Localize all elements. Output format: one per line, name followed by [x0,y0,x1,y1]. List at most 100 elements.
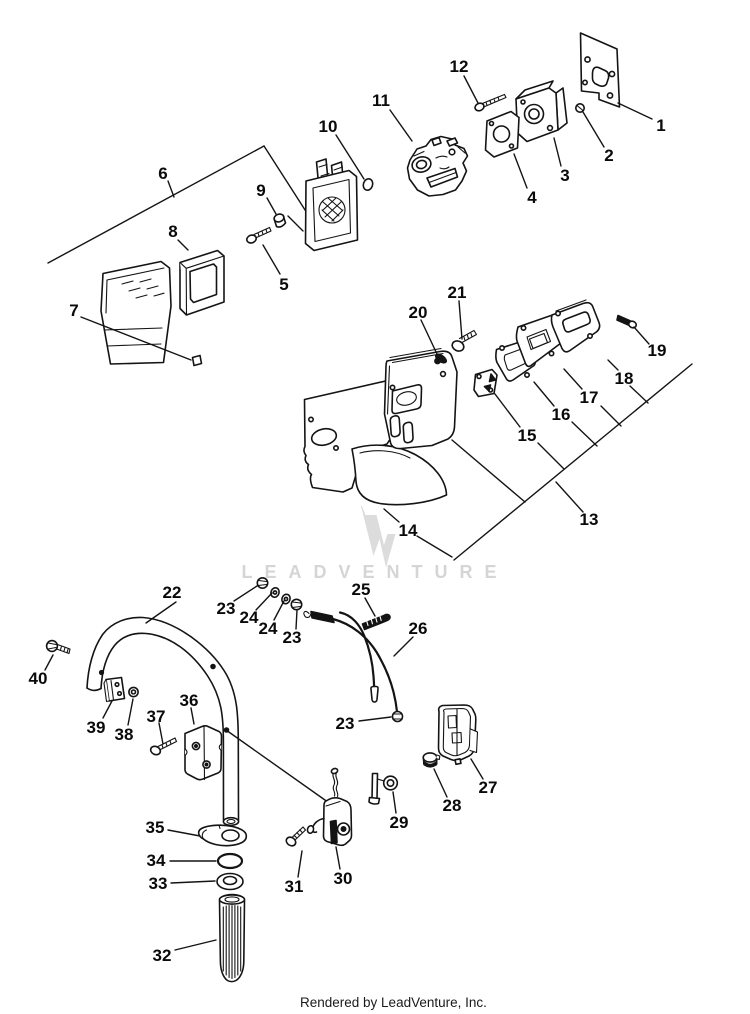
callout-23: 23 [336,714,355,733]
callout-40: 40 [29,669,48,688]
callout-23: 23 [283,628,302,647]
part-27-housing [437,704,479,766]
leader-line [127,698,134,726]
part-2-screw [574,103,585,114]
leader-line [266,197,277,215]
part-14-heat-shield [303,379,448,506]
part-4-gasket [484,110,520,158]
part-38-nut [128,686,139,698]
leader-line [513,153,528,189]
group-boundary-line [47,145,265,264]
footer-credit: Rendered by LeadVenture, Inc. [300,995,487,1010]
leader-line [617,102,653,120]
leader-line [358,716,392,722]
leader-line [335,846,341,870]
callout-2: 2 [604,146,613,165]
hardware-23-nut-a [256,576,269,589]
leader-line [420,319,438,355]
leader-line [582,111,605,148]
leader-line [255,592,273,611]
callout-6: 6 [158,164,167,183]
part-36-clamp-block [184,725,223,781]
leader-line [335,134,365,180]
part-26-throttle-cable [303,610,399,713]
part-31-screw [285,826,307,847]
callout-26: 26 [409,619,428,638]
leader-line [273,600,285,621]
callout-4: 4 [527,188,537,207]
callout-5: 5 [279,275,288,294]
part-18-bracket [550,299,601,353]
leader-line [167,180,175,198]
leader-line [190,707,195,725]
callout-10: 10 [319,117,338,136]
leader-line [416,535,453,558]
part-3-spacer [515,80,568,143]
leader-line [295,609,298,630]
callout-21: 21 [448,283,467,302]
part-1-gasket-plate [579,32,621,108]
part-21-bolt [451,329,478,352]
callout-25: 25 [352,580,371,599]
part-28-knob [422,752,441,768]
part-5-screw [246,226,272,244]
callout-19: 19 [648,341,667,360]
part-19-screw [616,314,637,329]
leader-line [629,385,649,404]
leader-line [600,405,622,427]
callout-11: 11 [372,91,390,110]
part-29-lever [368,772,399,805]
callout-31: 31 [285,877,304,896]
leader-line [174,939,217,951]
leader-line [393,636,414,657]
callout-18: 18 [615,369,634,388]
leader-line [233,585,258,602]
callout-24: 24 [240,608,259,627]
leader-line [470,758,484,780]
callout-27: 27 [479,778,498,797]
callout-38: 38 [115,725,134,744]
boundary-lines [47,145,693,806]
leader-line [458,300,463,340]
leader-line [145,601,177,624]
leader-line [537,442,565,470]
leader-line [167,829,201,837]
leader-line [44,654,54,671]
callout-32: 32 [153,946,172,965]
leader-line [102,700,113,719]
part-9-bushing [273,213,287,228]
watermark-text: LEADVENTURE [241,562,508,582]
callout-8: 8 [168,222,177,241]
part-10-o-ring [362,178,374,191]
leader-line [563,368,583,390]
leader-line [389,109,413,142]
callout-7: 7 [69,301,78,320]
hardware-24-washer-a [270,586,280,599]
callout-37: 37 [147,707,166,726]
leader-line [80,316,192,361]
callout-14: 14 [399,521,418,540]
callout-39: 39 [87,718,106,737]
group-boundary-line [453,363,693,561]
part-30-throttle-assembly [306,767,353,847]
callout-16: 16 [552,405,571,424]
leader-line [383,508,400,523]
callout-22: 22 [163,583,182,602]
callout-15: 15 [518,426,537,445]
callout-28: 28 [443,796,462,815]
callout-30: 30 [334,869,353,888]
callout-33: 33 [149,874,168,893]
leader-line [571,421,598,447]
group-boundary-line [225,729,333,806]
leader-line [553,137,562,167]
part-37-screw [149,737,178,756]
leader-line [494,393,521,428]
leader-line [433,768,448,798]
callout-17: 17 [580,388,599,407]
leader-line [633,326,650,345]
callout-20: 20 [409,303,428,322]
part-12-bolt [474,93,507,112]
